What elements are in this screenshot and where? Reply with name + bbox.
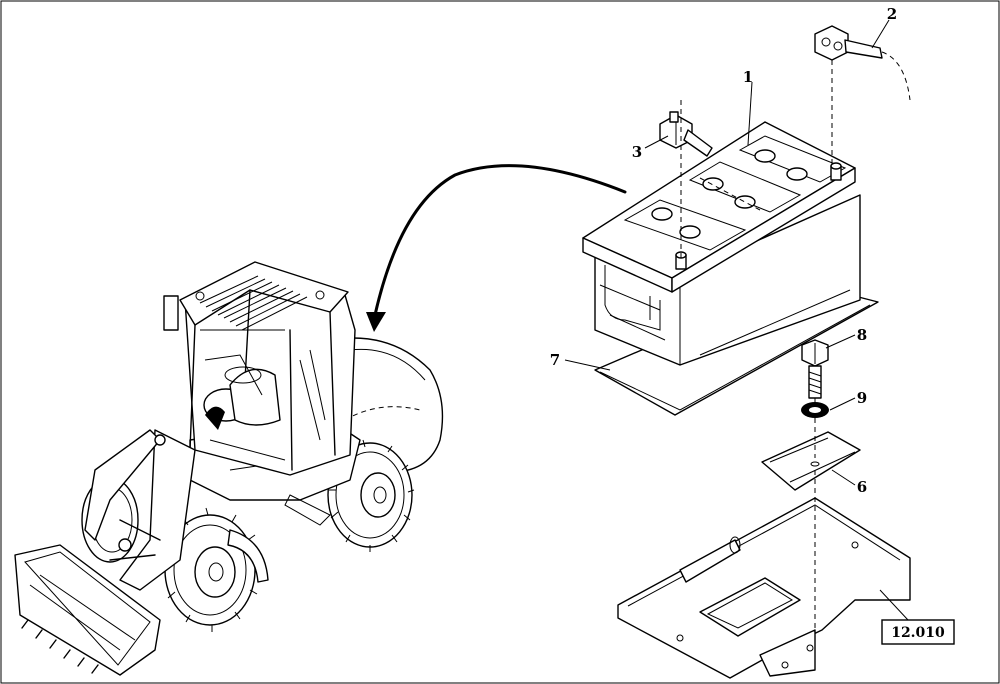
callout-6: 6	[857, 478, 867, 496]
positive-terminal-clamp	[814, 25, 911, 101]
callout-3: 3	[632, 143, 642, 161]
callout-7: 7	[550, 351, 560, 369]
callout-1: 1	[743, 68, 753, 86]
assembly-axis-lines	[680, 60, 833, 640]
callout-8: 8	[857, 326, 867, 344]
battery	[582, 121, 861, 366]
callout-2: 2	[887, 5, 897, 23]
battery-tray	[617, 497, 911, 679]
location-arrow	[373, 164, 627, 317]
callout-9: 9	[857, 389, 867, 407]
negative-terminal-clamp	[659, 111, 713, 157]
washer	[801, 402, 829, 418]
bolt	[801, 339, 829, 399]
reference-box[interactable]: 12.010	[881, 619, 955, 645]
hold-down-bracket	[761, 431, 861, 491]
leader-lines	[564, 19, 909, 621]
reference-label: 12.010	[891, 625, 945, 641]
bucket	[14, 544, 161, 676]
wheel-loader-illustration	[14, 164, 627, 676]
location-arrow-head	[366, 312, 386, 332]
front-wheel	[162, 507, 269, 632]
cab	[163, 261, 356, 476]
